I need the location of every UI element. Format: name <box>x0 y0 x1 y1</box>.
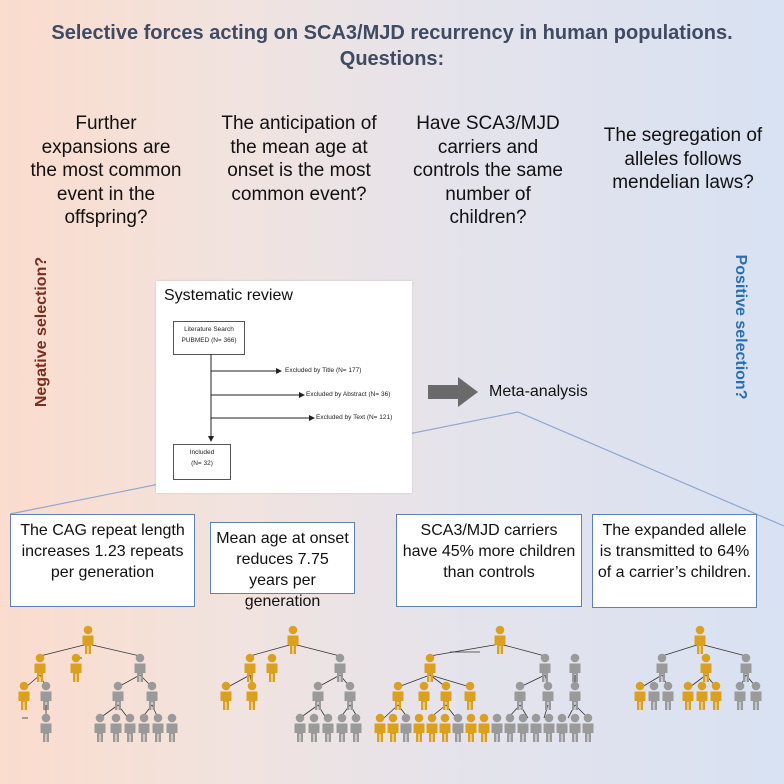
result-number-of-children: SCA3/MJD carriers have 45% more children… <box>396 514 582 607</box>
person-icon <box>710 681 722 710</box>
person-icon <box>648 681 660 710</box>
systematic-review-panel: Systematic review Literature Search PUBM… <box>156 281 412 493</box>
page-title: Selective forces acting on SCA3/MJD recu… <box>0 20 784 72</box>
person-icon <box>110 713 122 742</box>
person-icon <box>539 653 551 682</box>
person-icon <box>439 713 451 742</box>
person-icon <box>392 681 404 710</box>
flow-lines <box>208 354 315 442</box>
excluded-by-text: Excluded by Text (N= 121) <box>316 414 393 421</box>
excluded-by-title: Excluded by Title (N= 177) <box>285 367 362 374</box>
person-icon <box>426 713 438 742</box>
person-icon <box>530 713 542 742</box>
systematic-review-title: Systematic review <box>164 287 293 304</box>
person-icon <box>478 713 490 742</box>
person-icon <box>634 681 646 710</box>
literature-search-label: Literature Search <box>184 326 234 333</box>
person-icon <box>452 713 464 742</box>
person-icon <box>336 713 348 742</box>
person-icon <box>694 625 706 654</box>
question-number-of-children: Have SCA3/MJD carriers and controls the … <box>413 113 563 228</box>
person-icon <box>696 681 708 710</box>
person-icon <box>740 653 752 682</box>
person-icon <box>322 713 334 742</box>
title-line-2: Questions: <box>339 48 445 70</box>
person-icon <box>308 713 320 742</box>
person-icon <box>112 681 124 710</box>
pedigree-3 <box>383 643 589 719</box>
person-icon <box>244 653 256 682</box>
person-icon <box>491 713 503 742</box>
person-icon <box>465 713 477 742</box>
person-icon <box>220 681 232 710</box>
person-icon <box>152 713 164 742</box>
person-icon <box>124 713 136 742</box>
person-icon <box>569 713 581 742</box>
excluded-by-abstract: Excluded by Abstract (N= 36) <box>306 391 391 398</box>
person-icon <box>40 713 52 742</box>
person-icon <box>350 713 362 742</box>
result-cag-repeat: The CAG repeat length increases 1.23 rep… <box>10 514 195 607</box>
literature-search-count: PUBMED (N= 366) <box>181 337 237 344</box>
person-icon <box>287 625 299 654</box>
included-box: Included (N= 32) <box>173 444 231 480</box>
person-icon <box>682 681 694 710</box>
person-icon <box>34 653 46 682</box>
person-icon <box>543 713 555 742</box>
person-icon <box>82 625 94 654</box>
meta-analysis-label: Meta-analysis <box>489 383 588 400</box>
question-anticipation: The anticipation of the mean age at onse… <box>221 113 377 205</box>
person-icon <box>266 653 278 682</box>
person-icon <box>750 681 762 710</box>
question-segregation: The segregation of alleles follows mende… <box>603 125 763 193</box>
person-icon <box>494 625 506 654</box>
person-icon <box>374 713 386 742</box>
literature-search-box: Literature Search PUBMED (N= 366) <box>173 321 245 355</box>
person-icon <box>734 681 746 710</box>
person-icon <box>413 713 425 742</box>
included-count: (N= 32) <box>191 460 213 467</box>
person-icon <box>70 653 82 682</box>
person-icon <box>662 681 674 710</box>
person-icon <box>334 653 346 682</box>
result-allele-transmission: The expanded allele is transmitted to 64… <box>592 514 757 608</box>
person-icon <box>517 713 529 742</box>
person-icon <box>440 681 452 710</box>
person-icon <box>418 681 430 710</box>
person-icon <box>464 681 476 710</box>
right-arrow-icon <box>428 377 478 407</box>
person-icon <box>294 713 306 742</box>
title-line-1: Selective forces acting on SCA3/MJD recu… <box>51 22 733 44</box>
person-icon <box>138 713 150 742</box>
result-age-at-onset: Mean age at onset reduces 7.75 years per… <box>210 522 355 610</box>
person-icon <box>556 713 568 742</box>
person-icon <box>246 681 258 710</box>
person-icon <box>504 713 516 742</box>
person-icon <box>166 713 178 742</box>
person-icon <box>134 653 146 682</box>
person-icon <box>18 681 30 710</box>
question-further-expansions: Further expansions are the most common e… <box>30 113 182 228</box>
person-icon <box>582 713 594 742</box>
person-icon <box>400 713 412 742</box>
person-icon <box>387 713 399 742</box>
person-icon <box>94 713 106 742</box>
included-label: Included <box>189 449 215 456</box>
